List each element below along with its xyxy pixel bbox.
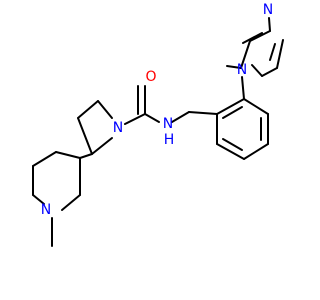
carbonyl-oxygen-label: O (145, 69, 156, 85)
bond (268, 17, 271, 32)
bond (243, 98, 269, 115)
bond (77, 117, 93, 155)
bond (261, 67, 278, 77)
imidazole-linked-nitrogen-label: N (237, 62, 247, 78)
amide-hydrogen-label: H (164, 132, 175, 148)
bond (61, 194, 81, 211)
bonds (32, 17, 284, 247)
bond (144, 113, 160, 123)
bond (243, 143, 269, 160)
bond (222, 106, 243, 119)
bond (32, 194, 45, 205)
bond (55, 151, 81, 159)
bond (32, 151, 57, 167)
bond (97, 100, 113, 119)
imidazole-nitrogen-label: N (263, 2, 273, 18)
bond (79, 153, 93, 159)
bond (91, 137, 113, 155)
bond (269, 43, 276, 61)
bond (222, 138, 243, 151)
molecule-canvas: N N O N H N N (32, 2, 284, 247)
bond (240, 40, 251, 69)
bond (216, 98, 245, 115)
bond (242, 32, 263, 44)
bond (251, 64, 263, 77)
bond (276, 39, 284, 69)
bond (249, 30, 271, 42)
piperidine-nitrogen-label: N (41, 202, 51, 218)
bond (241, 76, 245, 100)
bond (226, 65, 242, 69)
atom-labels: N N O N H N N (41, 2, 273, 218)
bond (188, 111, 218, 115)
bond (171, 111, 190, 123)
amide-nitrogen-label: N (163, 116, 173, 132)
pyrrolidine-nitrogen-label: N (113, 120, 123, 136)
bond (216, 143, 245, 160)
bond (124, 113, 146, 125)
bond (77, 100, 99, 119)
structure-drawing: N N O N H N N (32, 2, 284, 247)
